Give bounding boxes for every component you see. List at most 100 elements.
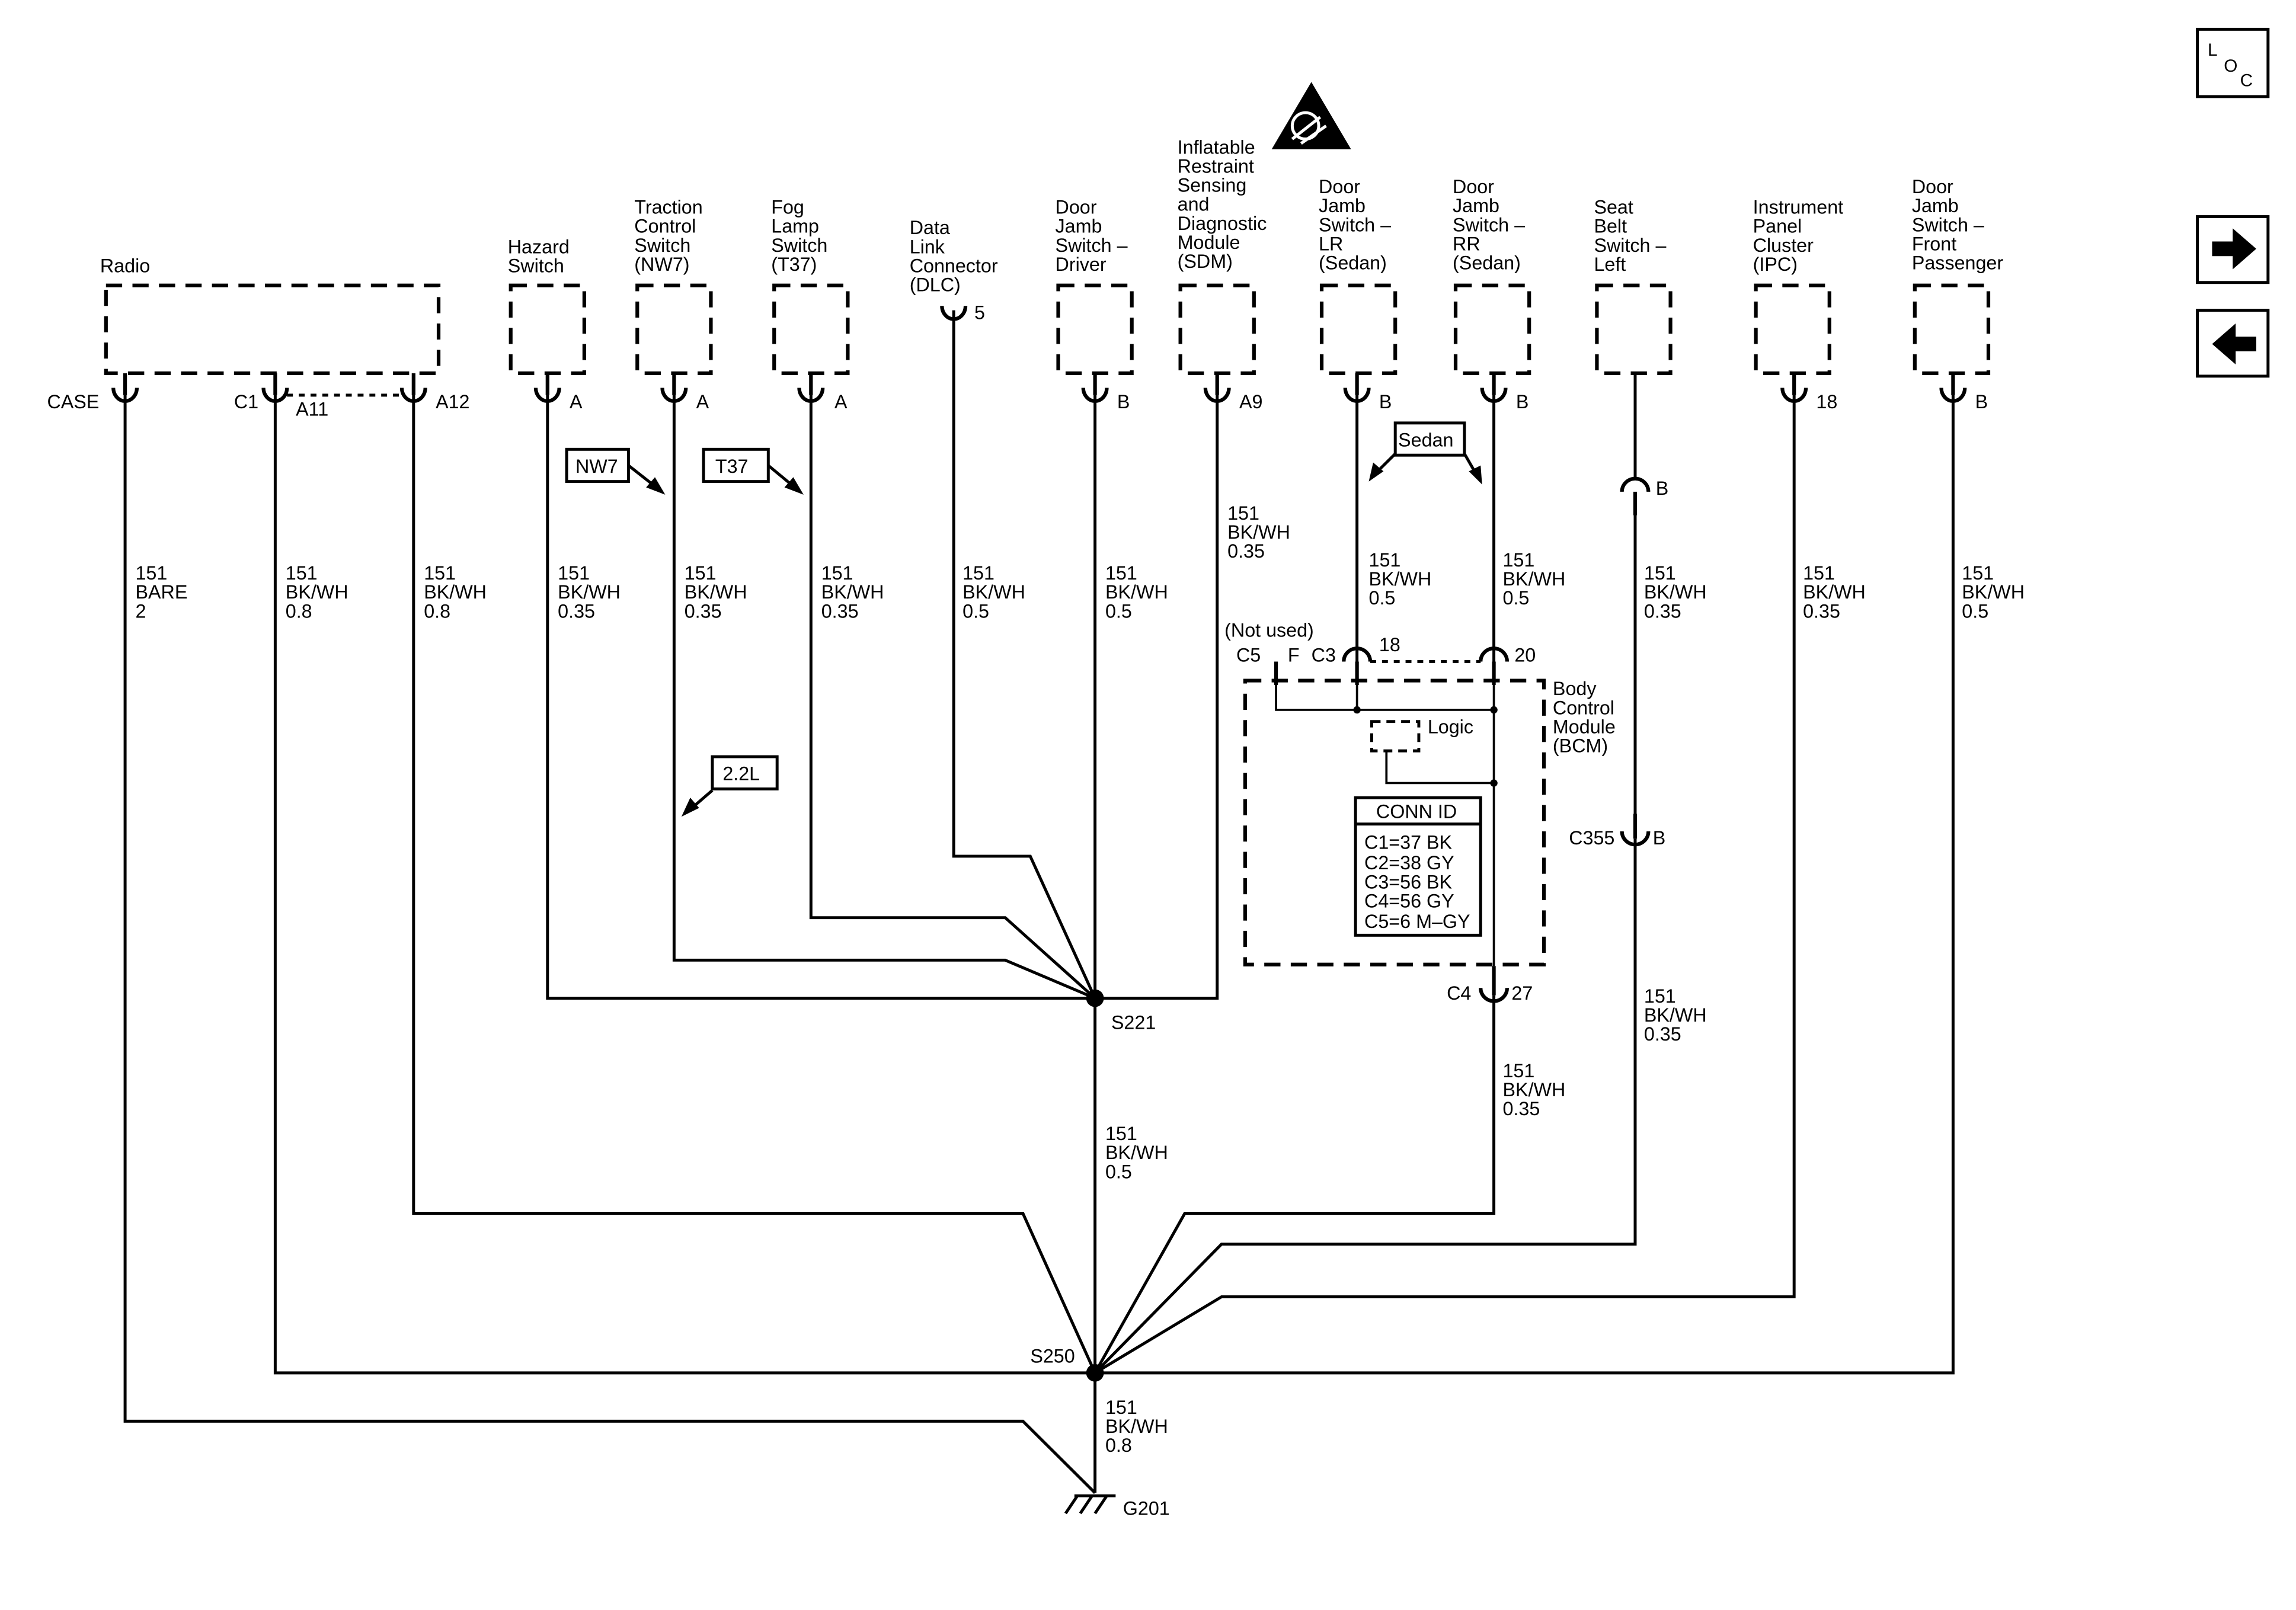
pin-door-driver: B: [1117, 391, 1130, 412]
svg-text:2.2L: 2.2L: [722, 763, 760, 785]
pin-hazard: A: [570, 391, 583, 412]
splice-s250-dot: [1086, 1364, 1104, 1382]
pin-c355: B: [1653, 827, 1666, 849]
ipc-box: [1754, 283, 1831, 375]
pin-dlc: 5: [974, 302, 985, 324]
pin-bcm-c3: C3: [1312, 645, 1336, 666]
door-jamb-lr-box: [1319, 283, 1398, 375]
pin-a12: A12: [436, 391, 469, 412]
bcm-junction-dot: [1490, 706, 1498, 714]
seat-belt-switch-box: [1595, 283, 1673, 375]
door-jamb-driver-box: [1056, 283, 1134, 375]
pin-a11: A11: [296, 399, 328, 420]
loc-letter-l: L: [2208, 40, 2218, 60]
pin-seat-inline: B: [1656, 478, 1669, 499]
pin-c1: C1: [234, 391, 258, 412]
conn-id-row: C5=6 M–GY: [1364, 911, 1470, 932]
bcm-logic-label: Logic: [1428, 716, 1473, 738]
loc-letter-c: C: [2240, 71, 2253, 91]
pin-bcm-18: 18: [1379, 634, 1400, 655]
door-jamb-rr-box: [1453, 283, 1531, 375]
previous-page-button[interactable]: [2196, 309, 2270, 378]
pin-door-rr: B: [1516, 391, 1529, 412]
loc-button[interactable]: L O C: [2196, 27, 2270, 98]
pin-ipc: 18: [1816, 391, 1837, 412]
conn-id-title: CONN ID: [1376, 801, 1457, 822]
pin-bcm-27: 27: [1511, 982, 1533, 1004]
pin-traction: A: [696, 391, 709, 412]
pin-bcm-c4: C4: [1447, 982, 1471, 1004]
airbag-warning-icon: [1271, 82, 1351, 149]
splice-s250-label: S250: [1030, 1346, 1075, 1367]
pin-bcm-20: 20: [1514, 645, 1536, 666]
splice-s221-label: S221: [1111, 1012, 1156, 1033]
pin-bcm-c5: C5: [1236, 645, 1261, 666]
conn-id-row: C2=38 GY: [1364, 852, 1454, 873]
pin-sdm: A9: [1239, 391, 1262, 412]
not-used-label: (Not used): [1224, 620, 1314, 641]
connector-cups: [111, 306, 1967, 1003]
next-page-button[interactable]: [2196, 215, 2270, 284]
option-tag-t37: T37: [702, 447, 804, 495]
traction-control-switch-box: [635, 283, 713, 375]
arrow-right-icon: [2212, 228, 2256, 270]
connector-c355: C355: [1569, 827, 1614, 849]
bcm-junction-dot: [1490, 779, 1498, 787]
conn-id-row: C3=56 BK: [1364, 871, 1453, 892]
pin-door-lr: B: [1379, 391, 1392, 412]
hazard-switch-box: [509, 283, 586, 375]
pin-case: CASE: [47, 391, 99, 412]
splice-s221-dot: [1086, 989, 1104, 1007]
pin-fog: A: [834, 391, 848, 412]
conn-id-table: CONN ID C1=37 BK C2=38 GY C3=56 BK C4=56…: [1354, 796, 1482, 937]
conn-id-row: C4=56 GY: [1364, 890, 1454, 911]
door-jamb-front-passenger-box: [1913, 283, 1991, 375]
svg-text:NW7: NW7: [575, 456, 618, 477]
radio-box: [104, 283, 441, 375]
wires: [123, 310, 1955, 1494]
svg-text:T37: T37: [715, 456, 749, 477]
arrow-left-icon: [2212, 323, 2256, 365]
svg-text:Sedan: Sedan: [1398, 429, 1453, 450]
pin-bcm-f: F: [1288, 645, 1300, 666]
bcm-logic-box: [1370, 720, 1421, 753]
radio-label: Radio: [100, 255, 150, 276]
ground-icon: [1064, 1494, 1116, 1515]
option-tag-sedan: Sedan: [1368, 421, 1482, 485]
fog-lamp-switch-box: [772, 283, 850, 375]
sdm-box: [1178, 283, 1256, 375]
ground-label: G201: [1123, 1498, 1170, 1519]
option-tag-nw7: NW7: [565, 447, 666, 495]
conn-id-row: C1=37 BK: [1364, 832, 1453, 853]
pin-door-fp: B: [1975, 391, 1988, 412]
